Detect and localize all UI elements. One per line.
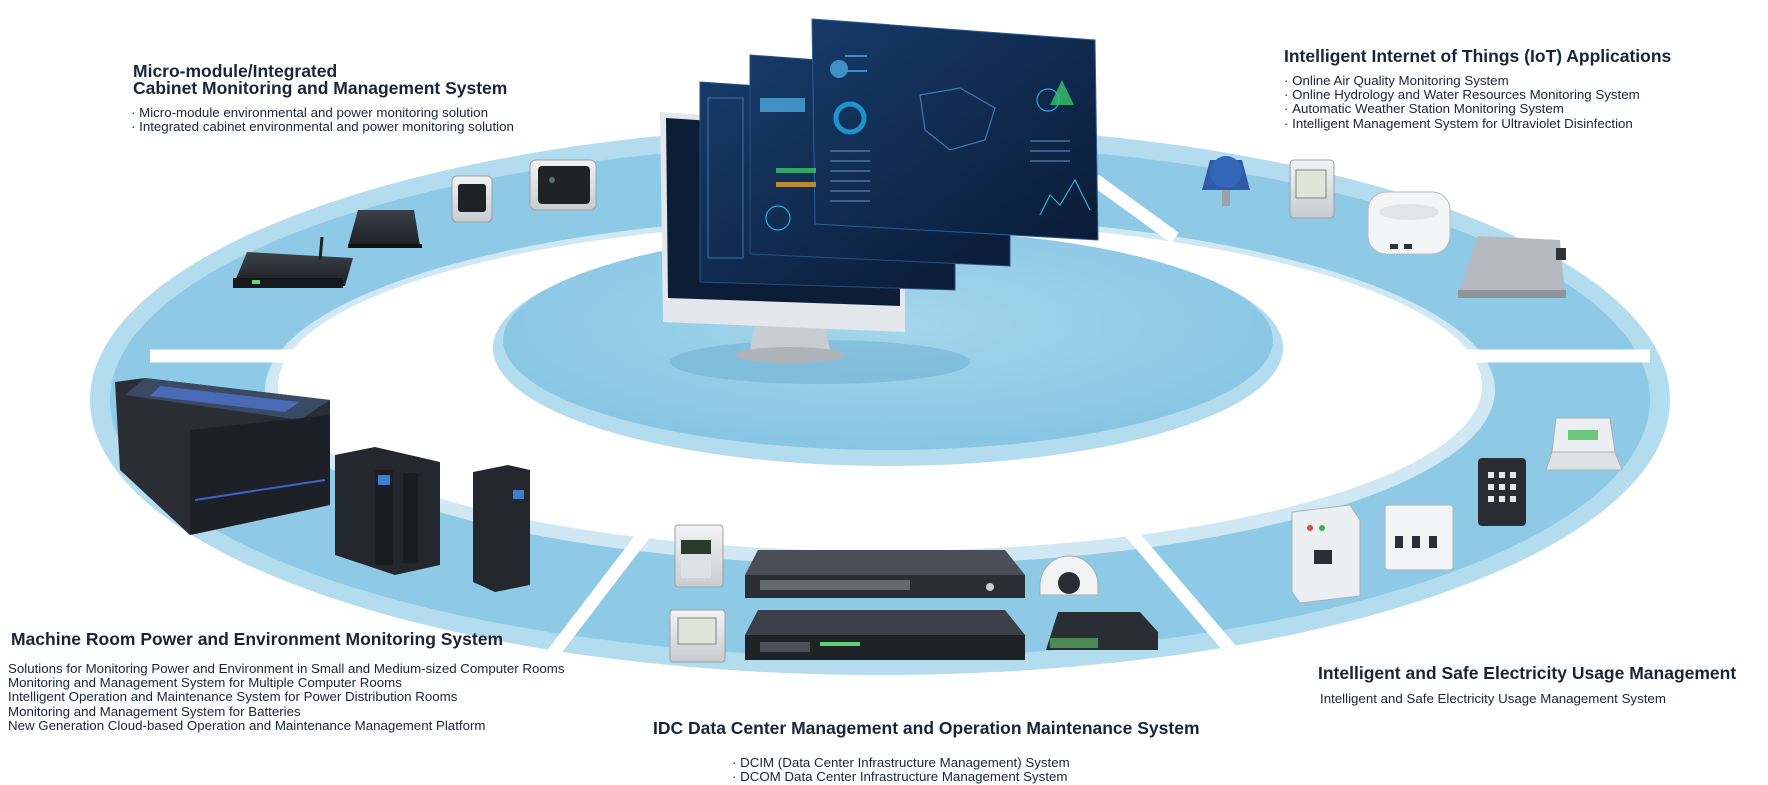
- distribution-box-icon: [1291, 504, 1361, 604]
- list-item: Monitoring and Management System for Bat…: [8, 703, 301, 719]
- micro-module-title: Micro-module/Integrated Cabinet Monitori…: [133, 61, 508, 98]
- micro-module-title-line-2: Cabinet Monitoring and Management System: [133, 78, 508, 98]
- electricity-title: Intelligent and Safe Electricity Usage M…: [1318, 663, 1737, 683]
- access-keypad-icon: [1478, 458, 1526, 526]
- list-item: Online Hydrology and Water Resources Mon…: [1284, 88, 1640, 102]
- io-module-icon: [1046, 612, 1158, 650]
- electricity-items: Intelligent and Safe Electricity Usage M…: [1320, 691, 1666, 706]
- dome-camera-icon: [1039, 555, 1099, 596]
- list-item: New Generation Cloud-based Operation and…: [8, 717, 486, 733]
- machine-room-items: Solutions for Monitoring Power and Envir…: [8, 661, 565, 733]
- list-item: Micro-module environmental and power mon…: [131, 105, 514, 120]
- circuit-breaker-icon: [1384, 504, 1454, 571]
- list-item: Integrated cabinet environmental and pow…: [131, 120, 514, 134]
- sensor-box-icon: [348, 210, 422, 248]
- list-item: Monitoring and Management System for Mul…: [8, 675, 402, 691]
- list-item: Intelligent Operation and Maintenance Sy…: [8, 689, 458, 705]
- idc-title: IDC Data Center Management and Operation…: [653, 718, 1200, 738]
- idc-items: DCIM (Data Center Infrastructure Managem…: [732, 755, 1070, 784]
- iot-items: Online Air Quality Monitoring System Onl…: [1284, 73, 1640, 131]
- server-rack-icon: [335, 447, 440, 575]
- temp-humidity-sensor-icon: [1289, 159, 1335, 219]
- sensor-box-icon: [451, 175, 493, 223]
- list-item: DCOM Data Center Infrastructure Manageme…: [732, 770, 1070, 784]
- list-item: Online Air Quality Monitoring System: [1284, 73, 1640, 88]
- data-center-module-icon: [115, 378, 330, 535]
- micro-module-title-line-1: Micro-module/Integrated: [133, 61, 338, 81]
- network-switch-icon: [745, 550, 1025, 598]
- list-item: Solutions for Monitoring Power and Envir…: [8, 661, 565, 676]
- air-quality-sensor-icon: [1367, 191, 1451, 255]
- list-item: DCIM (Data Center Infrastructure Managem…: [732, 755, 1070, 770]
- list-item: Intelligent and Safe Electricity Usage M…: [1320, 691, 1666, 706]
- machine-room-title: Machine Room Power and Environment Monit…: [11, 629, 503, 649]
- sensor-box-icon: [529, 159, 597, 211]
- gateway-router-icon: [233, 236, 353, 288]
- iot-title: Intelligent Internet of Things (IoT) App…: [1284, 46, 1672, 66]
- server-rack-icon: [473, 465, 530, 592]
- io-module-icon: [1545, 417, 1623, 471]
- weather-station-box-icon: [1458, 236, 1566, 298]
- list-item: Intelligent Management System for Ultrav…: [1284, 116, 1640, 131]
- micro-module-items: Micro-module environmental and power mon…: [131, 105, 514, 134]
- segment-gaps: [150, 174, 1650, 695]
- network-switch-icon: [745, 610, 1025, 660]
- power-meter-icon: [674, 524, 724, 588]
- power-meter-icon: [669, 609, 726, 663]
- list-item: Automatic Weather Station Monitoring Sys…: [1284, 102, 1640, 116]
- dashboard-screen-icon: [699, 18, 1099, 291]
- water-level-sensor-icon: [1202, 156, 1250, 206]
